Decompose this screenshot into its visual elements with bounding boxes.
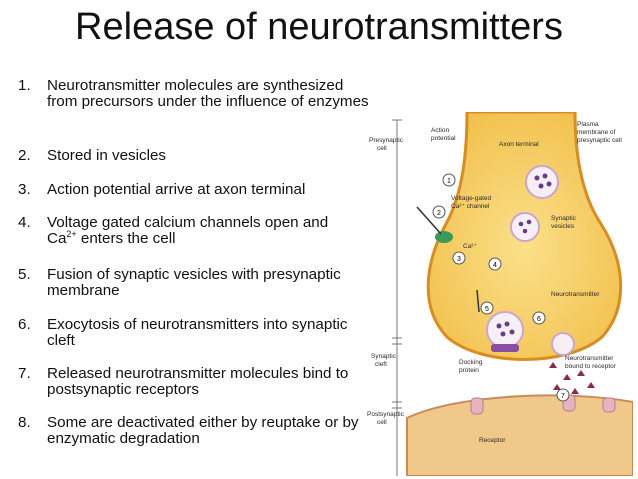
step-text: Action potential arrive at axon terminal bbox=[47, 181, 306, 198]
step-text: Neurotransmitter molecules are synthesiz… bbox=[47, 77, 369, 110]
label-neurotransmitter: Neurotransmitter bbox=[551, 291, 600, 298]
step-text: Fusion of synaptic vesicles with presyna… bbox=[47, 266, 341, 299]
postsynaptic-membrane bbox=[406, 394, 633, 476]
label-postsynaptic-cell: cell bbox=[377, 419, 387, 426]
docking-protein-mark bbox=[491, 344, 519, 352]
label-synaptic-cleft-2: cleft bbox=[375, 361, 387, 368]
synaptic-vesicles bbox=[486, 165, 575, 356]
calcium-charge: 2+ bbox=[66, 228, 77, 239]
label-vesicles: vesicles bbox=[551, 223, 575, 230]
label-postsynaptic: Postsynaptic bbox=[367, 411, 405, 418]
label-action: Action bbox=[431, 127, 449, 134]
label-ca-channel: Ca²⁺ channel bbox=[451, 203, 490, 210]
label-membrane-of: membrane of bbox=[577, 129, 615, 136]
label-nt-bound-2: bound to receptor bbox=[565, 363, 617, 370]
label-presynaptic: Presynaptic bbox=[369, 137, 404, 144]
label-protein: protein bbox=[459, 367, 479, 374]
step-text-line2: enters the cell bbox=[76, 230, 176, 247]
label-nt-bound-1: Neurotransmitter bbox=[565, 355, 614, 362]
step-text: Stored in vesicles bbox=[47, 147, 167, 164]
step-text: Exocytosis of neurotransmitters into syn… bbox=[47, 316, 348, 349]
step-number: 1. bbox=[18, 77, 31, 94]
marker-1: 1 bbox=[447, 178, 451, 185]
label-synaptic-cleft-1: Synaptic bbox=[371, 353, 397, 360]
step-markers: 1 2 3 4 5 6 7 bbox=[432, 173, 570, 402]
marker-6: 6 bbox=[537, 316, 541, 323]
step-number: 7. bbox=[18, 365, 31, 382]
label-voltage-gated: Voltage-gated bbox=[451, 195, 492, 202]
receptors bbox=[470, 394, 616, 415]
label-axon-terminal: Axon terminal bbox=[499, 141, 539, 148]
marker-2: 2 bbox=[437, 210, 441, 217]
label-potential: potential bbox=[431, 135, 456, 142]
released-neurotransmitter bbox=[549, 362, 595, 394]
label-receptor: Receptor bbox=[479, 437, 506, 444]
label-presynaptic-cell-membrane: presynaptic cell bbox=[577, 137, 622, 144]
step-text: Some are deactivated either by reuptake … bbox=[47, 414, 359, 447]
label-docking: Docking bbox=[459, 359, 483, 366]
step-number: 5. bbox=[18, 266, 31, 283]
marker-4: 4 bbox=[493, 262, 497, 269]
slide-title: Release of neurotransmitters bbox=[75, 6, 563, 48]
step-text: Released neurotransmitter molecules bind… bbox=[47, 365, 349, 398]
marker-5: 5 bbox=[485, 306, 489, 313]
vesicle-move-arrow bbox=[476, 289, 480, 313]
calcium-channel bbox=[435, 231, 453, 243]
label-ca-ion: Ca²⁺ bbox=[463, 243, 477, 250]
step-number: 4. bbox=[18, 214, 31, 231]
marker-3: 3 bbox=[457, 256, 461, 263]
step-number: 3. bbox=[18, 181, 31, 198]
diagram-scale-bar bbox=[392, 119, 402, 476]
label-presynaptic-cell: cell bbox=[377, 145, 387, 152]
marker-7: 7 bbox=[561, 393, 565, 400]
step-number: 2. bbox=[18, 147, 31, 164]
step-number: 6. bbox=[18, 316, 31, 333]
label-synaptic: Synaptic bbox=[551, 215, 577, 222]
synapse-diagram: Presynaptic cell Synaptic cleft Postsyna… bbox=[367, 112, 633, 476]
label-plasma: Plasma bbox=[577, 121, 599, 128]
step-number: 8. bbox=[18, 414, 31, 431]
ca-entry-arrow bbox=[416, 206, 442, 235]
calcium-symbol: Ca bbox=[47, 230, 67, 247]
step-text-line1: Voltage gated calcium channels open and bbox=[47, 214, 329, 231]
